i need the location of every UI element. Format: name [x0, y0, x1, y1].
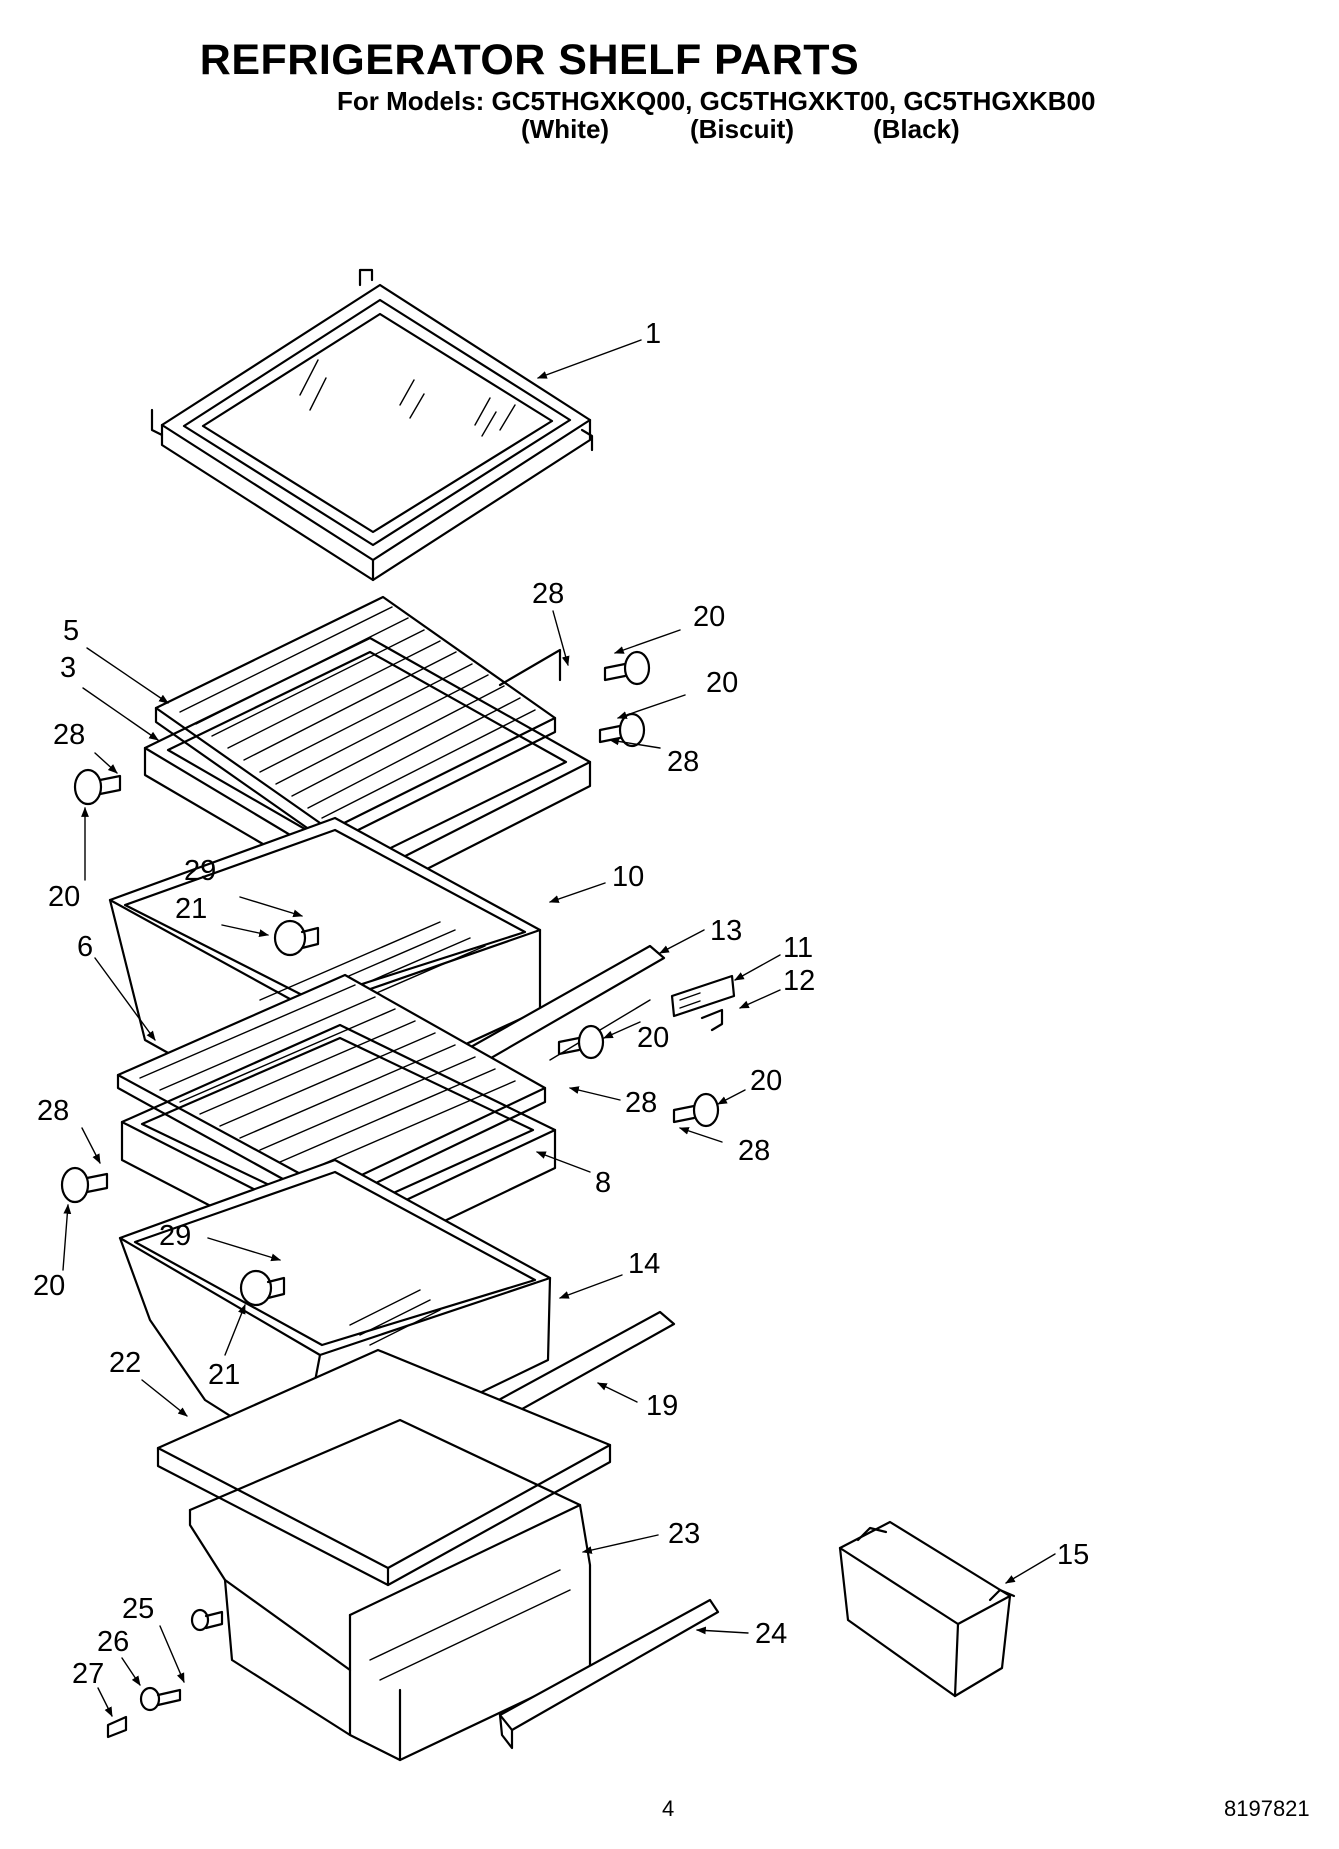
callout-28: 28 [738, 1135, 770, 1167]
part-5-crisper-cover-insert [154, 595, 557, 846]
callout-29: 29 [159, 1220, 191, 1252]
callout-13: 13 [710, 915, 742, 947]
callout-10: 10 [612, 861, 644, 893]
callout-12: 12 [783, 965, 815, 997]
part-11-label [670, 974, 736, 1018]
callout-1: 1 [645, 318, 661, 350]
page-title: REFRIGERATOR SHELF PARTS [199, 36, 860, 84]
callout-28: 28 [532, 578, 564, 610]
callout-numbers: 1 5 3 28 20 28 20 20 28 29 21 10 6 13 11… [33, 318, 1089, 1690]
callout-21: 21 [175, 893, 207, 925]
leader-lines [62, 339, 1056, 1717]
callout-19: 19 [646, 1390, 678, 1422]
model-list: For Models: GC5THGXKQ00, GC5THGXKT00, GC… [337, 86, 1096, 116]
part-1-glass-shelf [150, 268, 594, 582]
callout-20: 20 [693, 601, 725, 633]
callout-28: 28 [667, 746, 699, 778]
callout-8: 8 [595, 1167, 611, 1199]
part-24-pan-handle [498, 1598, 720, 1750]
callout-28: 28 [53, 719, 85, 751]
callout-20: 20 [33, 1270, 65, 1302]
document-number: 8197821 [1224, 1796, 1310, 1821]
color-label-white: (White) [521, 114, 610, 144]
callout-29: 29 [184, 855, 216, 887]
part-15-utility-bin [838, 1520, 1016, 1698]
callout-25: 25 [122, 1593, 154, 1625]
page-number: 4 [662, 1796, 675, 1821]
callout-20: 20 [750, 1065, 782, 1097]
color-label-biscuit: (Biscuit) [690, 114, 794, 144]
callout-21: 21 [208, 1359, 240, 1391]
callout-26: 26 [97, 1626, 129, 1658]
callout-6: 6 [77, 931, 93, 963]
callout-27: 27 [72, 1658, 104, 1690]
callout-20: 20 [48, 881, 80, 913]
color-label-black: (Black) [873, 114, 960, 144]
callout-22: 22 [109, 1347, 141, 1379]
callout-28: 28 [37, 1095, 69, 1127]
callout-15: 15 [1057, 1539, 1089, 1571]
glide-and-screw-hardware [60, 650, 720, 1739]
callout-14: 14 [628, 1248, 660, 1280]
callout-23: 23 [668, 1518, 700, 1550]
callout-20: 20 [637, 1022, 669, 1054]
callout-3: 3 [60, 652, 76, 684]
callout-20: 20 [706, 667, 738, 699]
callout-28: 28 [625, 1087, 657, 1119]
callout-5: 5 [63, 615, 79, 647]
callout-11: 11 [783, 932, 813, 964]
part-14-lower-crisper-drawer [118, 1158, 552, 1472]
callout-24: 24 [755, 1618, 787, 1650]
part-22-meat-pan-cover [156, 1348, 612, 1587]
